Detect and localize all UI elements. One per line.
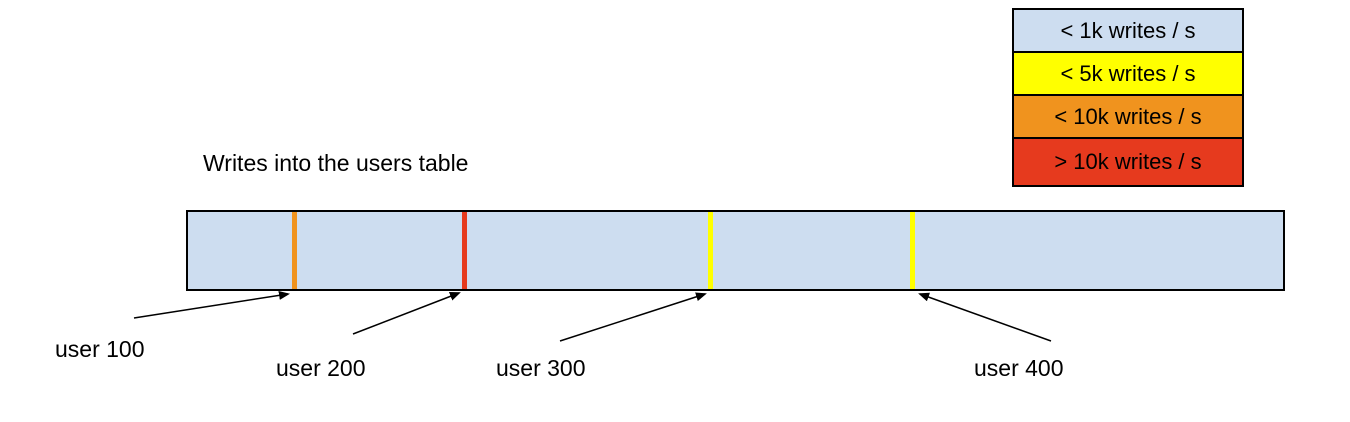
- arrow-user-400: [918, 292, 1052, 342]
- legend-item-label: < 1k writes / s: [1060, 17, 1196, 43]
- legend-item-lt-5k: < 5k writes / s: [1012, 51, 1244, 96]
- legend-item-label: > 10k writes / s: [1054, 149, 1202, 174]
- legend-item-gt-10k: > 10k writes / s: [1012, 137, 1244, 187]
- arrow-user-200: [352, 292, 461, 335]
- legend-item-lt-10k: < 10k writes / s: [1012, 94, 1244, 139]
- legend-item-label: < 10k writes / s: [1054, 103, 1202, 129]
- user-400-label: user 400: [974, 355, 1064, 381]
- arrow-user-300: [559, 292, 707, 342]
- legend-item-lt-1k: < 1k writes / s: [1012, 8, 1244, 53]
- user-200-label: user 200: [276, 355, 366, 381]
- user-300-label: user 300: [496, 355, 586, 381]
- write-hotspot-stripe-user-200: [461, 212, 467, 289]
- write-hotspot-stripe-user-300: [708, 212, 714, 289]
- diagram-title: Writes into the users table: [203, 150, 469, 176]
- write-hotspot-stripe-user-400: [909, 212, 915, 289]
- user-100-label: user 100: [55, 336, 145, 362]
- users-table-bar: [186, 210, 1285, 291]
- arrow-user-100: [133, 290, 290, 319]
- write-rate-legend: < 1k writes / s < 5k writes / s < 10k wr…: [1012, 8, 1244, 187]
- write-hotspot-stripe-user-100: [292, 212, 298, 289]
- legend-item-label: < 5k writes / s: [1060, 60, 1196, 86]
